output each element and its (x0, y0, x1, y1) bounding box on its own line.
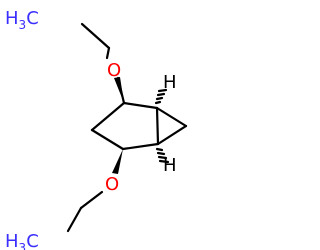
top-hydrogen-label: H (163, 72, 177, 93)
bottom-ethyl-bond (79, 190, 104, 210)
structure-svg: H3C O O H3C H H (5, 8, 188, 250)
top-hash-bond (154, 88, 168, 105)
top-methyl-label: H3C (5, 8, 39, 32)
ring-bond-bottom-left (90, 128, 125, 151)
ring-bond-bottom-right (121, 142, 160, 151)
ring-bond-top-right (122, 101, 159, 110)
bottom-methyl-label: H3C (5, 231, 39, 250)
bottom-hydrogen-label: H (163, 155, 177, 176)
bottom-wedge-bond (112, 149, 123, 174)
bottom-methyl-bond (66, 206, 83, 233)
bottom-hash-bond (155, 147, 170, 164)
cyclopropane-bond-bottom (156, 124, 188, 146)
top-wedge-bond (114, 77, 124, 103)
top-oxygen-label: O (107, 60, 121, 81)
molecule-diagram: H3C O O H3C H H (5, 8, 188, 250)
ring-bond-top-left (90, 101, 126, 132)
top-ethyl-bond (105, 46, 111, 60)
cyclopropane-bond-top (155, 106, 188, 128)
top-methyl-bond (80, 22, 111, 50)
bottom-oxygen-label: O (105, 174, 119, 195)
ring-fusion-bond (155, 106, 160, 146)
